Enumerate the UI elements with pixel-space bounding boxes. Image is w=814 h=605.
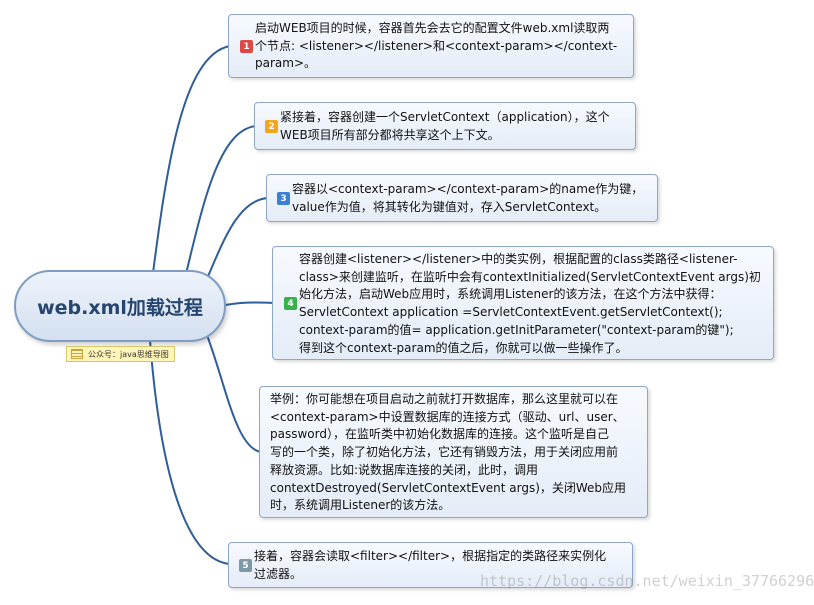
topic-example[interactable]: 举例：你可能想在项目启动之前就打开数据库，那么这里就可以在 <context-p…	[259, 386, 648, 518]
priority-5-icon: 5	[239, 559, 252, 572]
topic-3[interactable]: 3 容器以<context-param></context-param>的nam…	[266, 174, 658, 222]
topic-2[interactable]: 2 紧接着，容器创建一个ServletContext（application），…	[254, 102, 636, 150]
central-topic-title: web.xml加载过程	[37, 296, 203, 319]
topic-1[interactable]: 1 启动WEB项目的时候，容器首先会去它的配置文件web.xml读取两 个节点:…	[228, 14, 634, 78]
topic-3-text: 容器以<context-param></context-param>的name作…	[292, 182, 644, 214]
topic-example-text: 举例：你可能想在项目启动之前就打开数据库，那么这里就可以在 <context-p…	[270, 392, 627, 513]
branch-line-1	[149, 45, 231, 297]
branch-line-6	[149, 339, 231, 565]
note-text: 公众号：java思维导图	[88, 349, 169, 359]
topic-4-text: 容器创建<listener></listener>中的类实例，根据配置的clas…	[299, 252, 761, 355]
branch-line-5	[204, 329, 262, 453]
topic-5-text: 接着，容器会读取<filter></filter>，根据指定的类路径来实例化 过…	[254, 549, 607, 581]
topic-5[interactable]: 5 接着，容器会读取<filter></filter>，根据指定的类路径来实例化…	[228, 542, 633, 588]
topic-4[interactable]: 4 容器创建<listener></listener>中的类实例，根据配置的cl…	[272, 246, 774, 360]
note-label: 公众号：java思维导图	[66, 346, 175, 362]
branch-line-4	[219, 301, 275, 307]
topic-2-text: 紧接着，容器创建一个ServletContext（application），这个…	[280, 110, 610, 142]
priority-1-icon: 1	[240, 40, 253, 53]
central-topic[interactable]: web.xml加载过程	[14, 270, 226, 342]
priority-3-icon: 3	[277, 192, 290, 205]
branch-line-2	[179, 125, 257, 299]
topic-1-text: 启动WEB项目的时候，容器首先会去它的配置文件web.xml读取两 个节点: <…	[255, 21, 618, 71]
watermark: https://blog.csdn.net/weixin_37766296	[480, 572, 814, 590]
note-icon	[71, 349, 83, 359]
priority-2-icon: 2	[265, 120, 278, 133]
priority-4-icon: 4	[284, 297, 297, 310]
